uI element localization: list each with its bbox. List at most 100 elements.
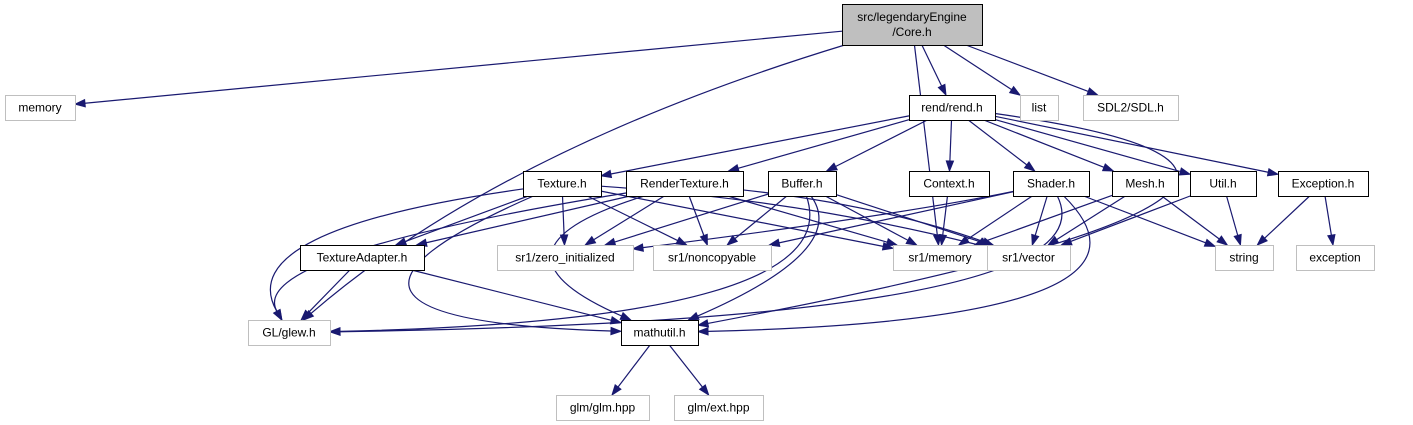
arrowhead-icon xyxy=(619,311,633,321)
edge-texture-to-zero xyxy=(559,195,569,247)
edge-util-to-sr1vector xyxy=(1059,195,1191,246)
edge-line xyxy=(1225,195,1239,236)
arrowhead-icon xyxy=(698,384,710,397)
node-box xyxy=(1020,95,1059,121)
edge-mesh-to-sr1memory xyxy=(973,194,1113,246)
arrowhead-icon xyxy=(973,237,986,246)
edge-line xyxy=(561,195,565,236)
node-box xyxy=(556,395,650,421)
node-label: src/legendaryEngine xyxy=(857,10,967,24)
arrowhead-icon xyxy=(687,311,700,321)
edge-shader-to-sr1memory xyxy=(957,195,1033,246)
node-sr1memory: sr1/memory xyxy=(893,245,988,271)
edge-line xyxy=(983,194,1113,243)
edge-buffer-to-noncopyable xyxy=(726,195,788,246)
node-box xyxy=(300,245,425,271)
node-exception: exception xyxy=(1296,245,1375,271)
node-rendertexture[interactable]: RenderTexture.h xyxy=(626,171,744,197)
edge-line xyxy=(404,195,529,243)
edge-exception_h-to-string xyxy=(1256,195,1311,247)
edge-context-to-sr1memory xyxy=(938,195,949,247)
arrowhead-icon xyxy=(727,163,740,173)
edge-line xyxy=(737,119,910,169)
edge-line xyxy=(668,344,703,388)
edge-mesh-to-sr1vector xyxy=(1046,195,1126,246)
arrowhead-icon xyxy=(938,234,948,247)
arrowhead-icon xyxy=(957,235,970,246)
edge-line xyxy=(778,191,1014,244)
edge-line xyxy=(913,44,938,236)
node-box xyxy=(626,171,744,197)
node-rend[interactable]: rend/rend.h xyxy=(909,95,996,121)
edge-line xyxy=(587,195,678,242)
edge-texture-to-sr1memory xyxy=(600,190,895,251)
arrowhead-icon xyxy=(726,235,739,246)
node-core[interactable]: src/legendaryEngine/Core.h xyxy=(842,4,983,46)
edge-texture-to-mathutil xyxy=(408,195,623,336)
edge-line xyxy=(835,194,981,243)
node-box xyxy=(523,171,602,197)
node-label: memory xyxy=(18,101,61,115)
edge-line xyxy=(1083,195,1206,244)
node-label: exception xyxy=(1309,251,1360,265)
edge-shader-to-string xyxy=(1083,195,1217,247)
arrowhead-icon xyxy=(603,237,617,246)
node-box xyxy=(1296,245,1375,271)
node-string: string xyxy=(1215,245,1274,271)
node-label: list xyxy=(1032,101,1047,115)
arrowhead-icon xyxy=(1216,235,1229,246)
node-label: mathutil.h xyxy=(633,326,685,340)
arrowhead-icon xyxy=(825,162,838,172)
arrowhead-icon xyxy=(300,309,312,322)
arrowhead-icon xyxy=(1059,237,1073,246)
edge-rend-to-context xyxy=(945,119,955,173)
node-texture[interactable]: Texture.h xyxy=(523,171,602,197)
edge-mathutil-to-glmext xyxy=(668,344,710,397)
edge-rend-to-shader xyxy=(967,119,1036,172)
edge-rendertexture-to-noncopyable xyxy=(688,195,708,247)
edge-line xyxy=(411,269,612,321)
arrowhead-icon xyxy=(272,308,283,322)
arrowhead-icon xyxy=(611,384,622,397)
node-box xyxy=(248,320,331,346)
node-mesh[interactable]: Mesh.h xyxy=(1112,171,1179,197)
edge-line xyxy=(593,195,665,241)
node-exception_h[interactable]: Exception.h xyxy=(1278,171,1369,197)
node-box xyxy=(909,171,990,197)
node-label: sr1/memory xyxy=(908,251,971,265)
node-label: glm/glm.hpp xyxy=(570,401,636,415)
edge-line xyxy=(942,195,949,236)
node-mathutil[interactable]: mathutil.h xyxy=(621,320,699,346)
node-label: rend/rend.h xyxy=(921,101,982,115)
node-box xyxy=(1215,245,1274,271)
node-label: TextureAdapter.h xyxy=(317,251,408,265)
arrowhead-icon xyxy=(599,169,613,179)
edge-rend-to-util xyxy=(994,118,1192,176)
edge-line xyxy=(965,44,1089,93)
node-shader[interactable]: Shader.h xyxy=(1013,171,1090,197)
edge-core-to-rend xyxy=(921,44,947,97)
arrowhead-icon xyxy=(1101,163,1115,172)
edge-line xyxy=(617,344,651,388)
node-box xyxy=(987,245,1071,271)
edge-line xyxy=(1324,195,1332,236)
arrowhead-icon xyxy=(1008,85,1022,96)
node-label: string xyxy=(1229,251,1258,265)
node-glmext: glm/ext.hpp xyxy=(674,395,764,421)
node-textureadapter[interactable]: TextureAdapter.h xyxy=(300,245,425,271)
arrowhead-icon xyxy=(583,235,597,246)
node-buffer[interactable]: Buffer.h xyxy=(768,171,837,197)
edge-buffer-to-zero xyxy=(603,193,769,246)
node-label: Buffer.h xyxy=(781,177,822,191)
edge-buffer-to-sr1memory xyxy=(825,195,918,246)
node-util[interactable]: Util.h xyxy=(1190,171,1257,197)
arrowhead-icon xyxy=(1046,235,1060,246)
edge-shader-to-sr1vector xyxy=(1031,195,1048,247)
arrowhead-icon xyxy=(945,160,955,173)
edge-line xyxy=(835,119,928,168)
node-context[interactable]: Context.h xyxy=(909,171,990,197)
edge-rendertexture-to-sr1memory xyxy=(727,195,899,247)
node-box xyxy=(621,320,699,346)
node-box xyxy=(497,245,634,271)
